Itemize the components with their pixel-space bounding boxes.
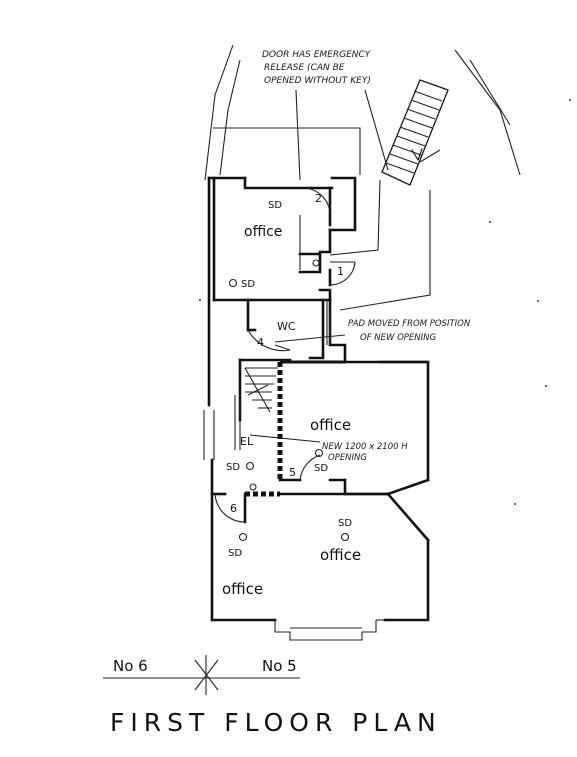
svg-text:DOOR HAS EMERGENCY: DOOR HAS EMERGENCY <box>262 50 372 60</box>
sd-label: SD <box>241 279 255 290</box>
room-label-office-bottom: office <box>222 580 263 598</box>
room-label-wc: WC <box>277 320 296 333</box>
door-number: 1 <box>337 265 344 278</box>
sd-label: SD <box>314 463 328 474</box>
room-label-office-mid: office <box>310 416 351 434</box>
svg-text:NEW 1200 x 2100 H: NEW 1200 x 2100 H <box>322 442 408 452</box>
drawing-title: FIRST FLOOR PLAN <box>110 708 442 737</box>
external-stair <box>329 79 449 311</box>
boundary-label-left: No 6 <box>113 657 148 675</box>
sd-label: SD <box>338 518 352 529</box>
sd-label: SD <box>228 548 242 559</box>
door-number: 6 <box>230 502 237 515</box>
door-number: 5 <box>289 466 296 479</box>
boundary-label-right: No 5 <box>262 657 297 675</box>
door-number: 2 <box>315 192 322 205</box>
upper-context-lines <box>204 44 521 181</box>
smoke-detector-symbols <box>228 259 350 542</box>
building-walls <box>203 176 430 641</box>
svg-text:RELEASE (CAN BE: RELEASE (CAN BE <box>264 63 345 73</box>
note-door: DOOR HAS EMERGENCY RELEASE (CAN BE OPENE… <box>262 50 372 86</box>
svg-text:OF NEW OPENING: OF NEW OPENING <box>360 333 437 343</box>
note-pad: PAD MOVED FROM POSITION OF NEW OPENING <box>348 319 471 343</box>
annotation-leaders <box>249 89 346 443</box>
sd-label: SD <box>226 462 240 473</box>
room-label-office-right: office <box>320 546 361 564</box>
smoke-detector-labels: SD SD SD SD SD SD SD <box>226 200 352 559</box>
boundary-marker <box>103 655 300 695</box>
svg-text:PAD MOVED FROM POSITION: PAD MOVED FROM POSITION <box>348 319 471 329</box>
note-opening: NEW 1200 x 2100 H OPENING <box>322 442 408 463</box>
svg-text:OPENING: OPENING <box>328 453 367 463</box>
door-numbers: 1 2 4 5 6 <box>230 192 344 515</box>
sd-label: SD <box>268 200 282 211</box>
door-number: 4 <box>257 336 264 349</box>
room-label-el: EL <box>240 435 254 448</box>
scatter-dots <box>199 99 571 505</box>
room-label-office-top: office <box>244 224 282 240</box>
svg-text:OPENED WITHOUT KEY): OPENED WITHOUT KEY) <box>264 76 371 86</box>
room-labels: office WC office EL office office <box>222 224 361 598</box>
